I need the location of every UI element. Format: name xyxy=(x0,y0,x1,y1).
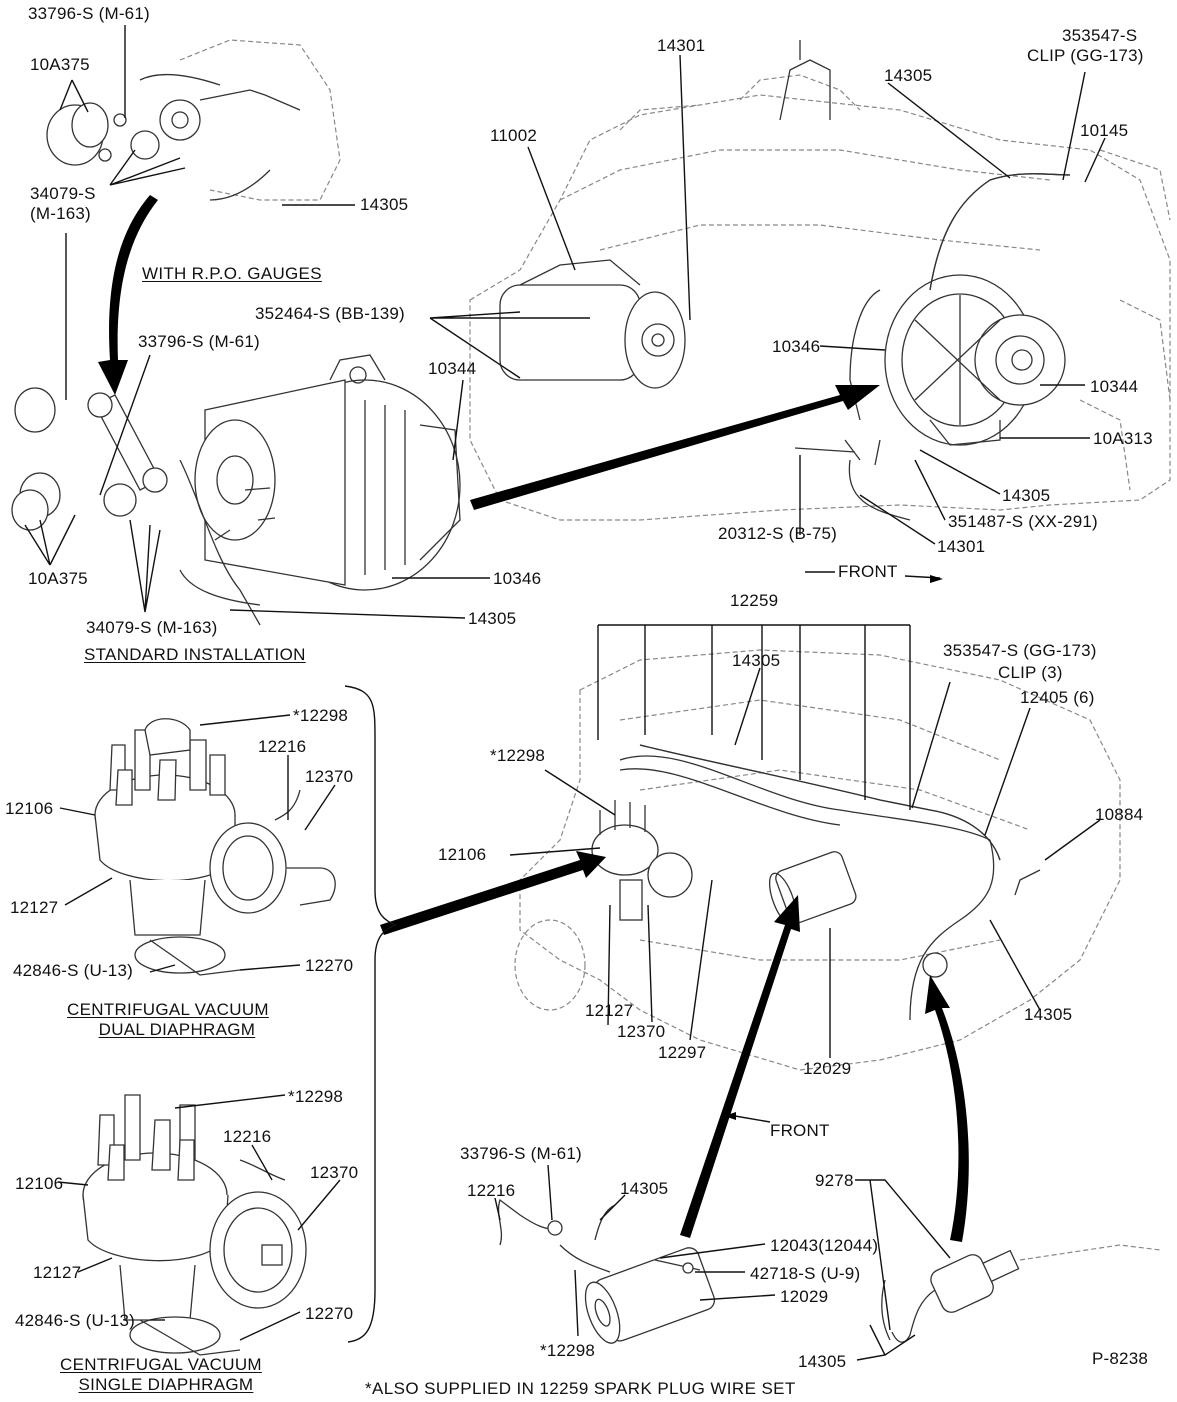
label-12270-single: 12270 xyxy=(305,1304,354,1323)
label-42846-s-dual: 42846-S (U-13) xyxy=(13,961,133,980)
label-33796-s-standard: 33796-S (M-61) xyxy=(138,332,260,351)
label-10884: 10884 xyxy=(1095,805,1144,824)
label-14305-ign-b: 14305 xyxy=(1024,1005,1073,1024)
label-14305-standard: 14305 xyxy=(468,609,517,628)
alternator-top xyxy=(884,274,1066,446)
distributor-dual-drawing xyxy=(94,718,336,976)
caption-with-rpo-gauges: WITH R.P.O. GAUGES xyxy=(142,264,322,283)
label-12106-dual: 12106 xyxy=(5,799,54,818)
label-14305-top-b: 14305 xyxy=(1002,486,1051,505)
engine-ignition-drawing xyxy=(380,649,1121,1242)
label-12106-ign: 12106 xyxy=(438,845,487,864)
caption-single-diaphragm: CENTRIFUGAL VACUUM SINGLE DIAPHRAGM xyxy=(60,1355,262,1394)
label-12216-coil: 12216 xyxy=(467,1181,516,1200)
caption-dual-line1: CENTRIFUGAL VACUUM xyxy=(67,1000,269,1019)
label-10a375-standard: 10A375 xyxy=(28,569,88,588)
label-12106-single: 12106 xyxy=(15,1174,64,1193)
label-12029-coil: 12029 xyxy=(780,1287,829,1306)
leader-lines xyxy=(24,25,1106,1361)
label-12370-ign: 12370 xyxy=(617,1022,666,1041)
label-14305-switch: 14305 xyxy=(798,1352,847,1371)
caption-single-line1: CENTRIFUGAL VACUUM xyxy=(60,1355,262,1374)
label-10145: 10145 xyxy=(1080,121,1129,140)
label-front-ign: FRONT xyxy=(770,1121,830,1140)
gauge-detail-drawing xyxy=(46,39,341,395)
caption-dual-diaphragm: CENTRIFUGAL VACUUM DUAL DIAPHRAGM xyxy=(67,1000,269,1039)
label-12370-dual: 12370 xyxy=(305,767,354,786)
label-11002: 11002 xyxy=(490,126,538,145)
label-m163-gauges: (M-163) xyxy=(30,204,91,223)
label-14301-top: 14301 xyxy=(657,36,706,55)
label-12270-dual: 12270 xyxy=(305,956,354,975)
label-12298-dual: *12298 xyxy=(293,706,349,725)
distributor-single-drawing xyxy=(82,1094,307,1356)
label-353547-s-top: 353547-S xyxy=(1062,26,1138,45)
label-12298-ign: *12298 xyxy=(490,746,546,765)
label-351487-s: 351487-S (XX-291) xyxy=(948,512,1098,531)
label-14305-coil: 14305 xyxy=(620,1179,669,1198)
label-352464-s: 352464-S (BB-139) xyxy=(255,304,405,323)
coil-detail-drawing xyxy=(497,1198,716,1344)
label-12216-single: 12216 xyxy=(223,1127,272,1146)
starter-motor xyxy=(499,259,686,389)
label-10344-top: 10344 xyxy=(1090,377,1139,396)
label-12127-single: 12127 xyxy=(33,1263,82,1282)
label-14301-top-b: 14301 xyxy=(937,537,986,556)
label-10a313: 10A313 xyxy=(1093,429,1153,448)
label-12127-dual: 12127 xyxy=(10,898,59,917)
standard-alternator-drawing xyxy=(11,354,461,626)
label-10a375-gauges: 10A375 xyxy=(30,55,90,74)
label-10346-top: 10346 xyxy=(772,337,821,356)
label-34079-s-standard: 34079-S (M-163) xyxy=(86,618,218,637)
pressure-switch-drawing xyxy=(881,1244,1161,1343)
label-12405: 12405 (6) xyxy=(1020,688,1095,707)
pointer-arrow-coil xyxy=(680,895,800,1238)
label-42846-s-single: 42846-S (U-13) xyxy=(15,1311,135,1330)
label-front-top: FRONT xyxy=(838,562,898,581)
label-clip-3: CLIP (3) xyxy=(998,663,1063,682)
pointer-arrow-distributor xyxy=(380,851,606,935)
label-9278: 9278 xyxy=(815,1171,854,1190)
label-10344-standard: 10344 xyxy=(428,359,477,378)
label-33796-s-gauges: 33796-S (M-61) xyxy=(28,4,150,23)
caption-dual-line2: DUAL DIAPHRAGM xyxy=(98,1019,256,1039)
label-12259: 12259 xyxy=(730,591,779,610)
caption-standard-installation: STANDARD INSTALLATION xyxy=(84,645,306,664)
engine-top-drawing xyxy=(469,40,1171,521)
label-12297: 12297 xyxy=(658,1043,707,1062)
label-42718-s: 42718-S (U-9) xyxy=(750,1264,861,1283)
caption-single-line2: SINGLE DIAPHRAGM xyxy=(78,1374,254,1394)
label-20312-s: 20312-S (B-75) xyxy=(718,524,838,543)
label-12216-dual: 12216 xyxy=(258,737,307,756)
pointer-arrow-sender xyxy=(925,975,969,1242)
label-12127-ign: 12127 xyxy=(585,1001,634,1020)
label-12370-single: 12370 xyxy=(310,1163,359,1182)
label-14305-gauges: 14305 xyxy=(360,195,409,214)
pointer-arrow-gauges xyxy=(98,195,158,395)
label-14305-top: 14305 xyxy=(884,66,933,85)
label-14305-ign: 14305 xyxy=(732,651,781,670)
label-33796-s-coil: 33796-S (M-61) xyxy=(460,1144,582,1163)
label-12043: 12043(12044) xyxy=(770,1236,879,1255)
grouping-brace xyxy=(344,685,397,1343)
label-34079-s-gauges: 34079-S xyxy=(30,184,96,203)
label-12298-coil: *12298 xyxy=(540,1341,596,1360)
pointer-arrow-alternator xyxy=(470,385,880,510)
label-12298-single: *12298 xyxy=(288,1087,344,1106)
label-10346-standard: 10346 xyxy=(493,569,542,588)
figure-id: P-8238 xyxy=(1092,1349,1149,1368)
label-353547-s-ign: 353547-S (GG-173) xyxy=(943,641,1097,660)
footnote: *ALSO SUPPLIED IN 12259 SPARK PLUG WIRE … xyxy=(365,1379,796,1398)
label-clip-gg173: CLIP (GG-173) xyxy=(1027,46,1144,65)
label-12029-ign: 12029 xyxy=(803,1059,852,1078)
